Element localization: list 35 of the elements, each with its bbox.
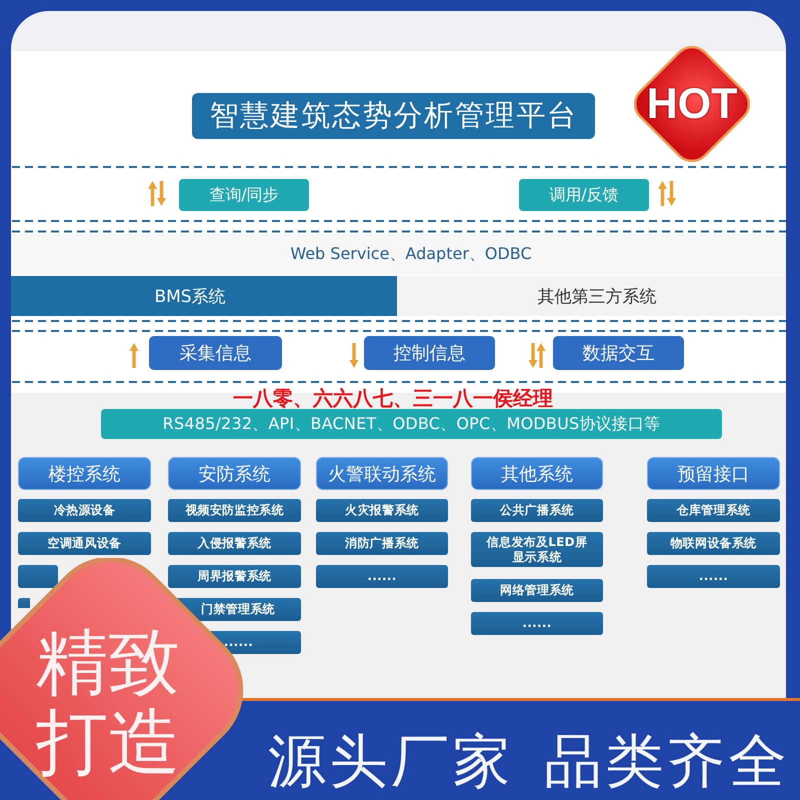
label-box: 采集信息 xyxy=(149,336,282,370)
item-box: 火灾报警系统 xyxy=(316,499,448,522)
item-box: 空调通风设备 xyxy=(18,532,151,555)
item-box: 冷热源设备 xyxy=(18,499,151,522)
item-box: 公共广播系统 xyxy=(471,499,603,522)
item-box: ...... xyxy=(316,565,448,588)
title-box: 智慧建筑态势分析管理平台 xyxy=(192,93,595,139)
item-box: 仓库管理系统 xyxy=(647,499,780,522)
band: BMS系统 xyxy=(11,276,397,316)
hot-badge: HOT xyxy=(634,46,750,162)
item-box: 消防广播系统 xyxy=(316,532,448,555)
item-box: 信息发布及LED屏显示系统 xyxy=(471,532,603,567)
item-box: ...... xyxy=(471,612,603,635)
label-box: 查询/同步 xyxy=(179,179,309,211)
label-box: 调用/反馈 xyxy=(519,179,649,211)
item-box: 视频安防监控系统 xyxy=(168,499,301,522)
item-box: 网络管理系统 xyxy=(471,579,603,602)
label-box: 控制信息 xyxy=(364,336,495,370)
header-box: 安防系统 xyxy=(168,457,301,490)
header-box: 其他系统 xyxy=(471,457,603,490)
item-box: 入侵报警系统 xyxy=(168,532,301,555)
header-box: 预留接口 xyxy=(647,457,780,490)
header-box: 楼控系统 xyxy=(18,457,151,490)
banner-text: 源头厂家 品类齐全 xyxy=(268,728,790,794)
contact-text: 一八零、六六八七、三一八一侯经理 xyxy=(233,387,553,409)
header-box: 火警联动系统 xyxy=(316,457,448,490)
label-box: 数据交互 xyxy=(553,336,684,370)
band: Web Service、Adapter、ODBC xyxy=(11,234,786,275)
band: RS485/232、API、BACNET、ODBC、OPC、MODBUS协议接口等 xyxy=(101,409,722,439)
item-box: 物联网设备系统 xyxy=(647,532,780,555)
item-box xyxy=(18,598,30,608)
item-box: ...... xyxy=(647,565,780,588)
band: 其他第三方系统 xyxy=(397,276,786,316)
item-box xyxy=(18,565,58,588)
item-box: 周界报警系统 xyxy=(168,565,301,588)
